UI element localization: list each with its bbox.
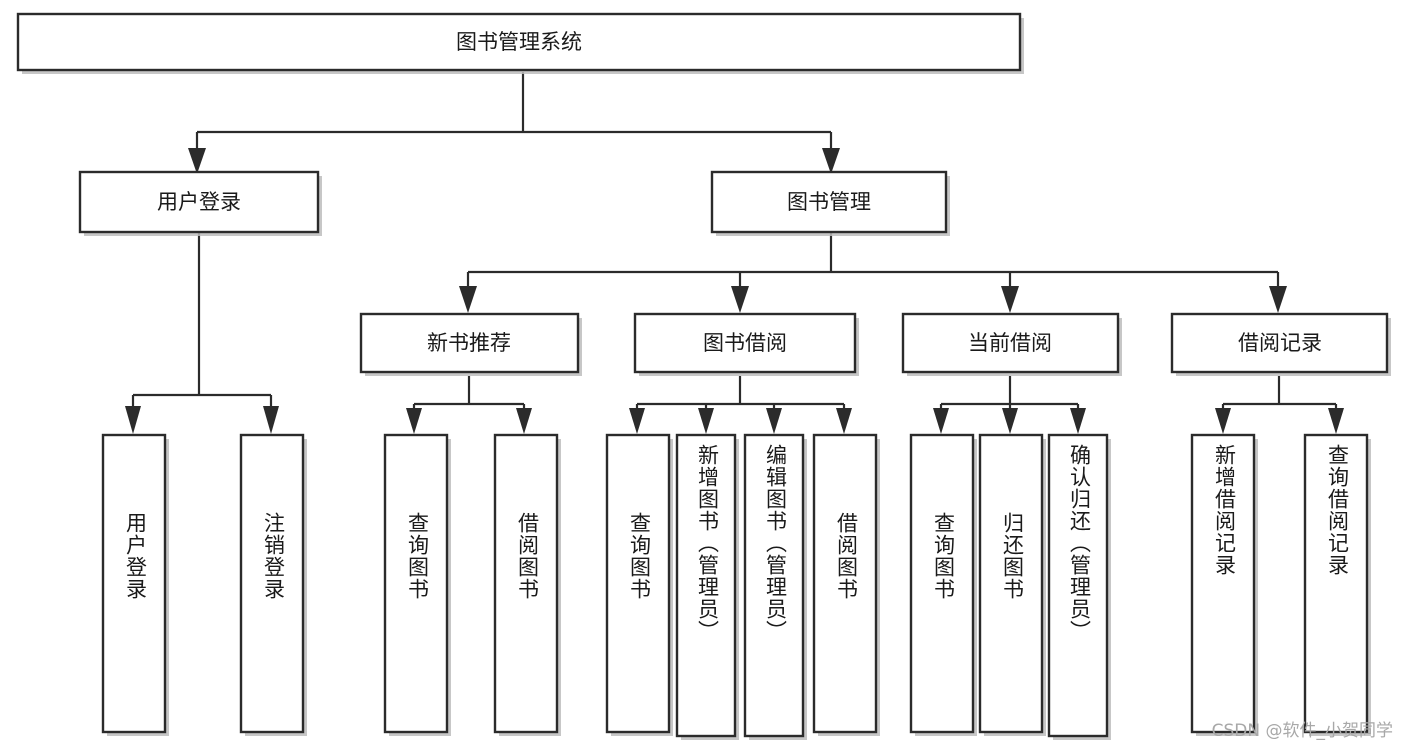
node-leaf-confirm-return-label: 确认归还（管理员） bbox=[1067, 444, 1092, 642]
node-user-login[interactable] bbox=[78, 170, 320, 234]
arrow-to-current-borrow bbox=[1001, 286, 1019, 313]
node-new-book-recommend-label: 新书推荐 bbox=[427, 331, 511, 355]
connector-layer bbox=[125, 72, 1344, 434]
node-leaf-edit-book[interactable] bbox=[743, 433, 805, 738]
arrow-to-leaf-add-book bbox=[698, 408, 714, 434]
node-borrow-record-label: 借阅记录 bbox=[1238, 331, 1322, 355]
node-book-borrow[interactable] bbox=[633, 312, 857, 374]
node-leaf-borrow-book-1-label: 借阅图书 bbox=[515, 512, 540, 600]
node-current-borrow-label: 当前借阅 bbox=[968, 331, 1052, 355]
node-leaf-query-book-2[interactable] bbox=[605, 433, 671, 734]
node-leaf-confirm-return[interactable] bbox=[1047, 433, 1109, 738]
csdn-watermark: CSDN @软件_小贺同学 bbox=[1211, 721, 1393, 741]
node-leaf-query-book-2-label: 查询图书 bbox=[627, 512, 652, 600]
node-current-borrow[interactable] bbox=[901, 312, 1120, 374]
node-new-book-recommend[interactable] bbox=[359, 312, 580, 374]
node-leaf-query-book-3[interactable] bbox=[909, 433, 975, 734]
node-root[interactable] bbox=[16, 12, 1022, 72]
arrow-to-book-borrow bbox=[731, 286, 749, 313]
node-leaf-edit-book-label: 编辑图书（管理员） bbox=[763, 444, 788, 642]
node-book-manage[interactable] bbox=[710, 170, 948, 234]
arrow-to-leaf-query-book-2 bbox=[629, 408, 645, 434]
arrow-to-borrow-record bbox=[1269, 286, 1287, 313]
node-leaf-logout-login-label: 注销登录 bbox=[261, 512, 286, 600]
arrow-to-book-manage bbox=[822, 148, 840, 174]
node-leaf-query-book-3-label: 查询图书 bbox=[931, 512, 956, 600]
arrow-to-leaf-query-book-3 bbox=[933, 408, 949, 434]
arrow-to-leaf-borrow-book-1 bbox=[516, 408, 532, 434]
arrow-to-leaf-query-record bbox=[1328, 408, 1344, 434]
node-leaf-borrow-book-2[interactable] bbox=[812, 433, 878, 734]
node-leaf-user-login-label: 用户登录 bbox=[123, 512, 148, 600]
arrow-to-leaf-return-book bbox=[1002, 408, 1018, 434]
arrow-to-new-book-recommend bbox=[459, 286, 477, 313]
arrow-to-leaf-logout-login bbox=[263, 406, 279, 434]
node-leaf-query-book-1[interactable] bbox=[383, 433, 449, 734]
node-layer: 图书管理系统 用户登录 图书管理 新书推荐 图书借阅 当前借阅 借阅记录 bbox=[16, 12, 1391, 740]
node-root-label: 图书管理系统 bbox=[456, 30, 582, 54]
arrow-to-leaf-borrow-book-2 bbox=[836, 408, 852, 434]
node-leaf-add-record[interactable] bbox=[1190, 433, 1256, 734]
arrow-to-leaf-query-book-1 bbox=[406, 408, 422, 434]
arrow-to-leaf-user-login bbox=[125, 406, 141, 434]
node-leaf-query-book-1-label: 查询图书 bbox=[405, 512, 430, 600]
node-leaf-query-record[interactable] bbox=[1303, 433, 1369, 734]
node-leaf-borrow-book-2-label: 借阅图书 bbox=[834, 512, 859, 600]
node-leaf-query-record-label: 查询借阅记录 bbox=[1325, 444, 1350, 576]
node-book-manage-label: 图书管理 bbox=[787, 190, 871, 214]
arrow-to-leaf-edit-book bbox=[766, 408, 782, 434]
node-leaf-return-book[interactable] bbox=[978, 433, 1044, 734]
node-leaf-logout-login[interactable] bbox=[239, 433, 305, 734]
node-book-borrow-label: 图书借阅 bbox=[703, 331, 787, 355]
node-borrow-record[interactable] bbox=[1170, 312, 1389, 374]
node-leaf-add-book[interactable] bbox=[675, 433, 737, 738]
node-leaf-add-book-label: 新增图书（管理员） bbox=[695, 444, 720, 642]
node-leaf-return-book-label: 归还图书 bbox=[1000, 512, 1025, 600]
node-leaf-borrow-book-1[interactable] bbox=[493, 433, 559, 734]
arrow-to-user-login bbox=[188, 148, 206, 174]
arrow-to-leaf-confirm-return bbox=[1070, 408, 1086, 434]
node-leaf-add-record-label: 新增借阅记录 bbox=[1212, 444, 1237, 576]
node-leaf-user-login[interactable] bbox=[101, 433, 167, 734]
arrow-to-leaf-add-record bbox=[1215, 408, 1231, 434]
node-user-login-label: 用户登录 bbox=[157, 190, 241, 214]
